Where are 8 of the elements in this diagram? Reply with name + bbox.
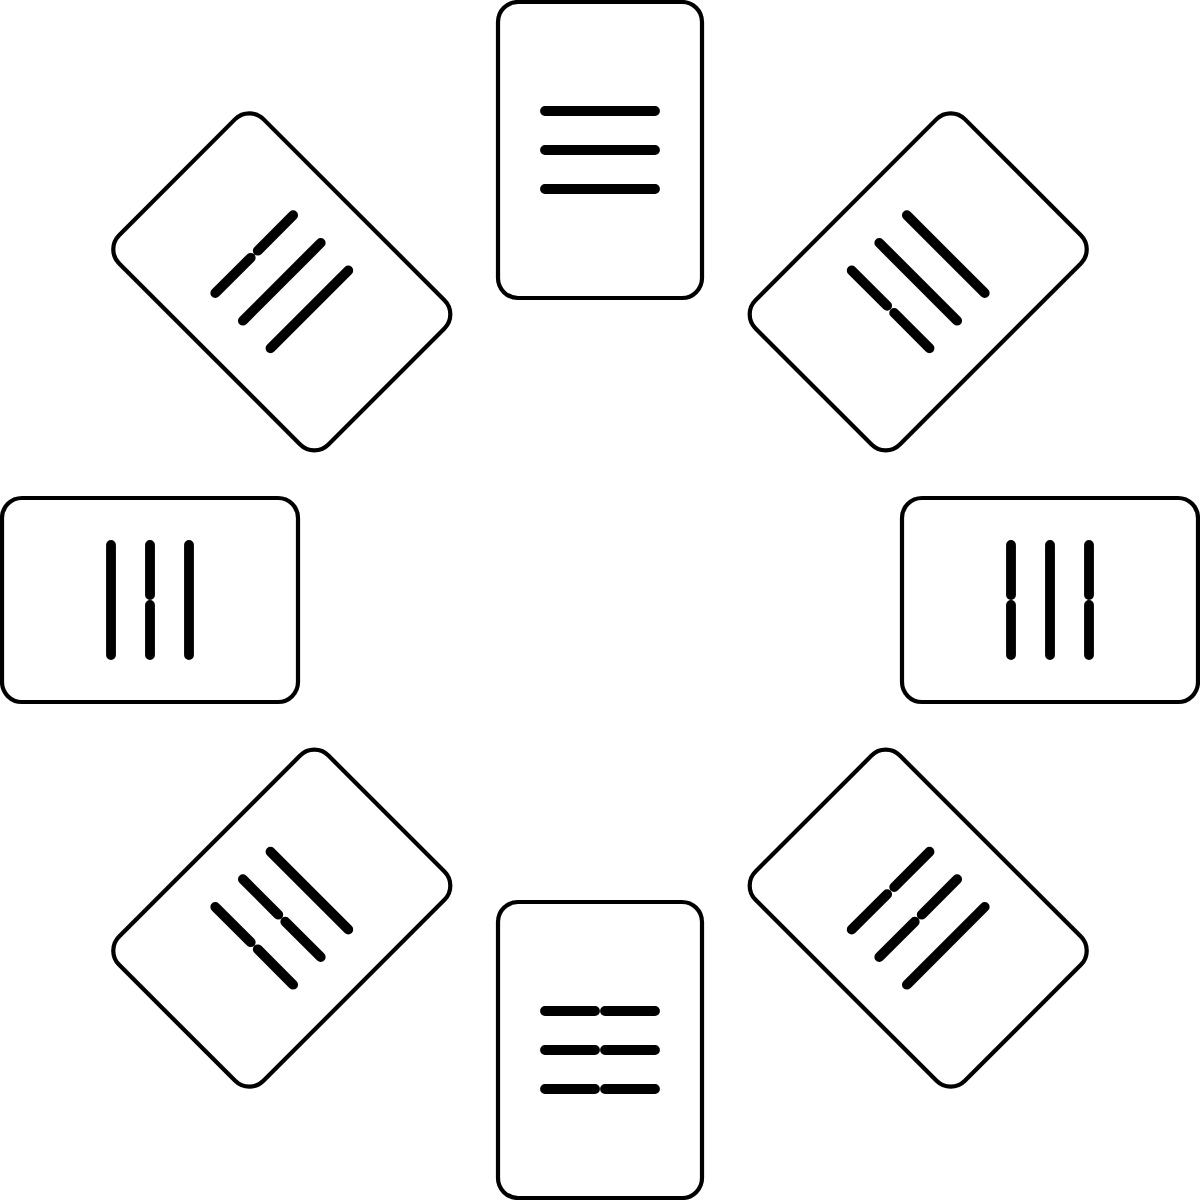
card bbox=[747, 111, 1089, 453]
card bbox=[747, 747, 1089, 1089]
card bbox=[111, 111, 453, 453]
card bbox=[0, 495, 301, 705]
card bbox=[495, 0, 705, 301]
card bbox=[111, 747, 453, 1089]
card bbox=[495, 899, 705, 1200]
card bbox=[899, 495, 1200, 705]
